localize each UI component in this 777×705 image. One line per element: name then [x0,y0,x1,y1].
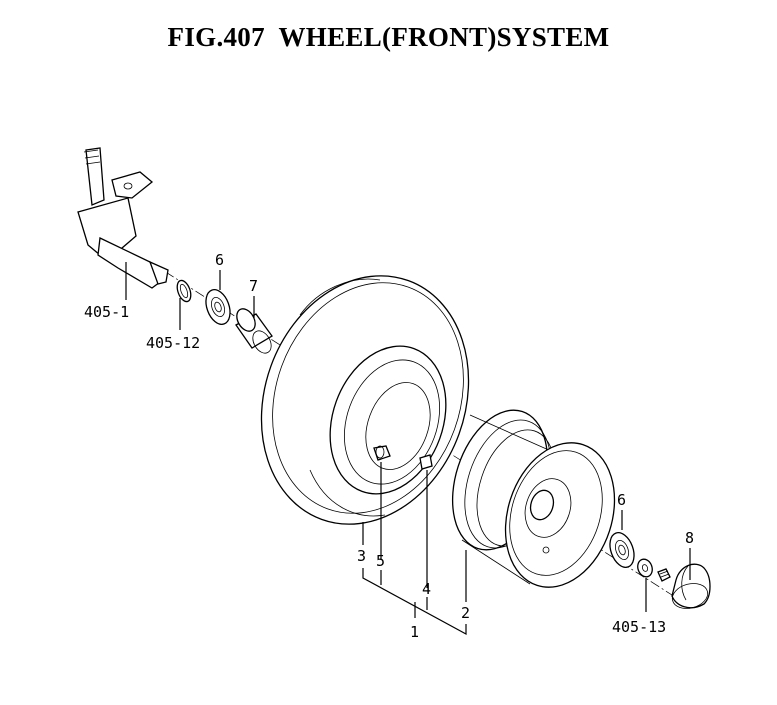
label-3: 3 [357,547,366,565]
air-valve [373,445,391,461]
label-1: 1 [410,623,419,641]
label-405-13: 405-13 [612,618,666,636]
label-405-12: 405-12 [146,334,200,352]
label-6-right: 6 [617,491,626,509]
snap-ring-405-12 [176,279,192,303]
label-4: 4 [422,580,431,598]
label-8: 8 [685,529,694,547]
label-2: 2 [461,604,470,622]
bearing-left [205,289,231,325]
steering-knuckle [77,147,169,289]
bearing-right [609,532,635,568]
hub-cap [671,563,711,609]
valve-cap [419,454,433,470]
label-7: 7 [249,277,258,295]
washer-405-13 [637,558,653,578]
wheel-rim [451,409,616,588]
label-5: 5 [376,552,385,570]
tire [260,275,470,525]
label-405-1: 405-1 [84,303,129,321]
leader-lines [125,262,691,636]
spacer-collar [235,308,273,354]
figure-title: FIG.407 WHEEL(FRONT)SYSTEM [167,22,610,52]
label-6-left: 6 [215,251,224,269]
axle-nut [657,568,671,582]
